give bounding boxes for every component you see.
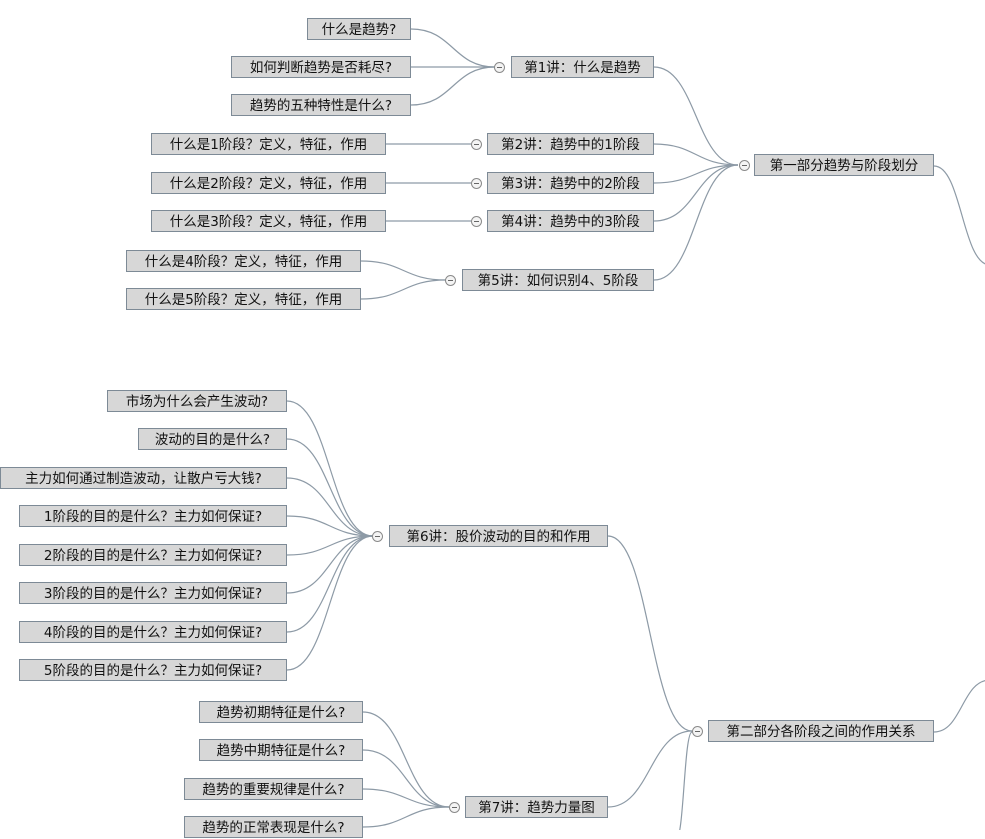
connector-line <box>653 66 739 166</box>
connector-line <box>607 730 693 808</box>
question[interactable]: 趋势的五种特性是什么? <box>231 94 411 116</box>
connector-line <box>286 400 374 537</box>
question[interactable]: 什么是2阶段？定义，特征，作用 <box>151 172 386 194</box>
collapse-icon[interactable] <box>692 726 703 737</box>
connector-line <box>410 28 496 68</box>
connector-line <box>653 164 739 184</box>
connector-line <box>607 535 693 732</box>
connector-line <box>286 438 374 537</box>
question[interactable]: 4阶段的目的是什么？主力如何保证? <box>19 621 287 643</box>
lecture-4[interactable]: 第4讲：趋势中的3阶段 <box>487 210 654 232</box>
question[interactable]: 趋势初期特征是什么? <box>199 701 363 723</box>
connector-line <box>410 66 496 106</box>
collapse-icon[interactable] <box>372 531 383 542</box>
question[interactable]: 如何判断趋势是否耗尽? <box>231 56 411 78</box>
connector-line <box>286 535 374 556</box>
lecture-7[interactable]: 第7讲：趋势力量图 <box>465 796 608 818</box>
connector-line <box>362 788 450 808</box>
connector-line <box>933 165 985 265</box>
question[interactable]: 趋势中期特征是什么? <box>199 739 363 761</box>
connector-line <box>360 279 447 300</box>
connector-line <box>362 806 450 828</box>
collapse-icon[interactable] <box>445 275 456 286</box>
question[interactable]: 趋势的正常表现是什么? <box>184 816 363 838</box>
question[interactable]: 主力如何通过制造波动，让散户亏大钱? <box>0 467 287 489</box>
connector-line <box>933 680 985 733</box>
collapse-icon[interactable] <box>471 178 482 189</box>
question[interactable]: 波动的目的是什么? <box>138 428 287 450</box>
connector-line <box>362 711 450 808</box>
part2-topic[interactable]: 第二部分各阶段之间的作用关系 <box>708 720 934 742</box>
lecture-2[interactable]: 第2讲：趋势中的1阶段 <box>487 133 654 155</box>
connector-line <box>286 535 374 633</box>
connector-line <box>286 477 374 537</box>
question[interactable]: 什么是趋势? <box>307 18 411 40</box>
lecture-3[interactable]: 第3讲：趋势中的2阶段 <box>487 172 654 194</box>
collapse-icon[interactable] <box>739 160 750 171</box>
question[interactable]: 什么是1阶段？定义，特征，作用 <box>151 133 386 155</box>
question[interactable]: 1阶段的目的是什么？主力如何保证? <box>19 505 287 527</box>
connector-line <box>362 749 450 808</box>
collapse-icon[interactable] <box>471 139 482 150</box>
connector-line <box>653 164 739 222</box>
question[interactable]: 市场为什么会产生波动? <box>107 390 287 412</box>
part1-topic[interactable]: 第一部分趋势与阶段划分 <box>754 154 934 176</box>
question[interactable]: 什么是5阶段？定义，特征，作用 <box>126 288 361 310</box>
question[interactable]: 什么是4阶段？定义，特征，作用 <box>126 250 361 272</box>
connector-line <box>679 731 693 830</box>
collapse-icon[interactable] <box>449 802 460 813</box>
connector-line <box>653 164 739 281</box>
lecture-5[interactable]: 第5讲：如何识别4、5阶段 <box>462 269 654 291</box>
connector-line <box>286 515 374 537</box>
question[interactable]: 2阶段的目的是什么？主力如何保证? <box>19 544 287 566</box>
connector-line <box>286 535 374 594</box>
collapse-icon[interactable] <box>471 216 482 227</box>
question[interactable]: 趋势的重要规律是什么? <box>184 778 363 800</box>
question[interactable]: 5阶段的目的是什么？主力如何保证? <box>19 659 287 681</box>
connector-line <box>653 143 739 166</box>
lecture-6[interactable]: 第6讲：股价波动的目的和作用 <box>389 525 608 547</box>
connector-line <box>286 535 374 671</box>
collapse-icon[interactable] <box>494 62 505 73</box>
connector-line <box>360 260 447 281</box>
question[interactable]: 什么是3阶段？定义，特征，作用 <box>151 210 386 232</box>
question[interactable]: 3阶段的目的是什么？主力如何保证? <box>19 582 287 604</box>
lecture-1[interactable]: 第1讲：什么是趋势 <box>511 56 654 78</box>
